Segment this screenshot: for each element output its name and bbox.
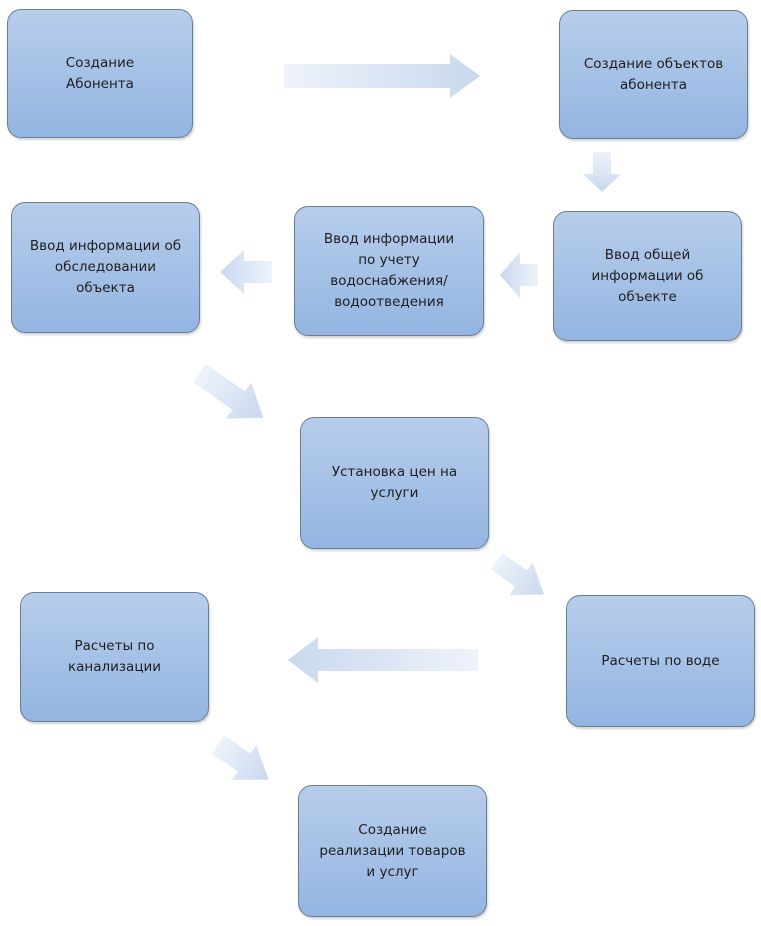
node-label: Установка цен на услуги bbox=[331, 464, 458, 501]
node-survey-info: Ввод информации об обследовании объекта bbox=[11, 202, 200, 333]
node-label: Расчеты по воде bbox=[601, 652, 720, 669]
node-create-subscriber: Создание Абонента bbox=[7, 9, 193, 138]
arrow-left-icon bbox=[500, 252, 538, 298]
arrow-down-icon bbox=[583, 152, 621, 192]
node-label: Расчеты по канализации bbox=[67, 638, 162, 675]
node-water-accounting-info: Ввод информации по учету водоснабжения/ … bbox=[294, 206, 484, 336]
node-label: Ввод информации по учету водоснабжения/ … bbox=[323, 231, 455, 310]
node-label: Ввод общей информации об объекте bbox=[591, 246, 704, 305]
node-label: Создание реализации товаров и услуг bbox=[319, 821, 466, 880]
node-set-service-prices: Установка цен на услуги bbox=[300, 417, 489, 549]
node-create-sales: Создание реализации товаров и услуг bbox=[298, 785, 487, 917]
arrow-down-right-icon bbox=[187, 355, 276, 436]
node-general-object-info: Ввод общей информации об объекте bbox=[553, 211, 742, 341]
node-label: Ввод информации об обследовании объекта bbox=[29, 238, 182, 296]
arrow-left-icon bbox=[288, 637, 478, 683]
arrow-left-icon bbox=[220, 250, 272, 294]
node-label: Создание объектов абонента bbox=[583, 55, 724, 93]
node-label: Создание Абонента bbox=[65, 54, 135, 92]
node-water-calculations: Расчеты по воде bbox=[566, 595, 755, 727]
node-create-subscriber-objects: Создание объектов абонента bbox=[559, 10, 748, 139]
arrow-down-right-icon bbox=[485, 545, 555, 611]
arrow-right-icon bbox=[284, 54, 480, 98]
arrow-down-right-icon bbox=[206, 727, 281, 797]
node-sewage-calculations: Расчеты по канализации bbox=[20, 592, 209, 722]
